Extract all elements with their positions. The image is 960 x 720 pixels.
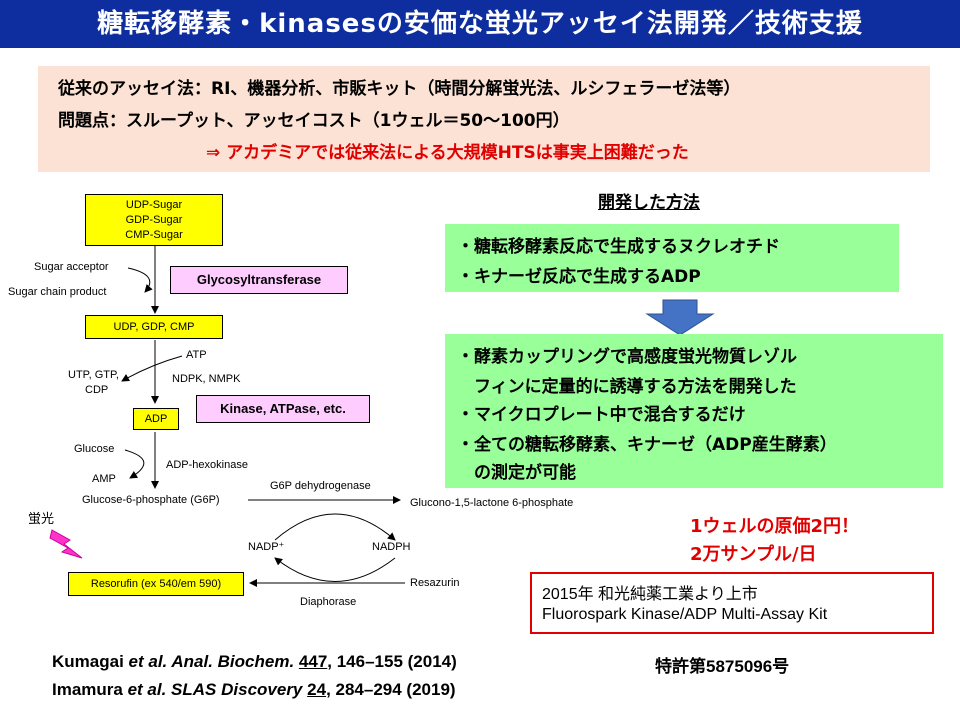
release-line-2: Fluorospark Kinase/ADP Multi-Assay Kit [542,606,828,623]
ref1-pages: , 146–155 (2014) [327,652,457,671]
resazurin-label: Resazurin [410,577,460,589]
method-heading: 開発した方法 [598,193,700,213]
amp-label: AMP [92,473,116,485]
title-bar [0,0,960,48]
patent-number: 特許第5875096号 [655,657,790,676]
reference-2: Imamura et al. SLAS Discovery 24, 284–29… [52,680,456,700]
ref2-authors: Imamura [52,680,128,699]
page-title: 糖転移酵素・kinasesの安価な蛍光アッセイ法開発／技術支援 [97,9,863,39]
curve-nadp-to-nadph [274,513,396,541]
problem-conclusion: ⇒ アカデミアでは従来法による大規模HTSは事実上困難だった [206,143,689,163]
method-box-2-line-4: ・全ての糖転移酵素、キナーゼ（ADP産生酵素） [457,435,837,455]
problem-line-1: 従来のアッセイ法：RI、機器分析、市販キット（時間分解蛍光法、ルシフェラーゼ法等… [58,79,741,99]
release-line-1: 2015年 和光純薬工業より上市 [542,586,758,603]
atp-label: ATP [186,349,207,361]
ref1-volume: 447 [298,652,328,671]
glucose-label: Glucose [74,443,115,455]
g6p-dehydrogenase-label: G6P dehydrogenase [270,480,371,492]
sugar-acceptor-label: Sugar acceptor [34,261,109,273]
method-box-2-line-2: フィンに定量的に誘導する方法を開発した [457,377,797,397]
nadp-label: NADP⁺ [248,541,285,553]
curve-atp [121,355,183,382]
kinase-box: Kinase, ATPase, etc. [196,395,370,423]
curve-nadph-to-nadp [274,557,396,582]
udp-box: UDP, GDP, CMP [85,315,223,339]
curve-glucose-amp [124,449,145,479]
sugar-donor-cmp: CMP-Sugar [125,229,183,241]
diaphorase-label: Diaphorase [300,596,357,608]
ref2-volume: 24 [307,680,327,699]
ref2-pages: , 284–294 (2019) [326,680,456,699]
method-box-1: ・糖転移酵素反応で生成するヌクレオチド ・キナーゼ反応で生成するADP [445,224,899,292]
method-box-1-line-2: ・キナーゼ反応で生成するADP [457,267,701,287]
problem-box: 従来のアッセイ法：RI、機器分析、市販キット（時間分解蛍光法、ルシフェラーゼ法等… [38,66,930,172]
cost-per-well: 1ウェルの原価2円！ [690,516,860,537]
ref1-journal: et al. Anal. Biochem. [128,652,295,671]
curve-sugar-acceptor [127,267,153,293]
glycosyltransferase-box: Glycosyltransferase [170,266,348,294]
throughput: 2万サンプル/日 [690,544,817,565]
method-box-2-line-5: の測定が可能 [457,463,576,483]
sugar-donor-box: UDP-Sugar GDP-Sugar CMP-Sugar [85,194,223,246]
release-box: 2015年 和光純薬工業より上市 Fluorospark Kinase/ADP … [530,572,934,634]
ref1-authors: Kumagai [52,652,129,671]
method-box-2: ・酵素カップリングで高感度蛍光物質レゾル フィンに定量的に誘導する方法を開発した… [445,334,943,488]
lightning-icon [49,529,83,559]
gluconolactone-label: Glucono-1,5-lactone 6-phosphate [410,497,574,509]
g6p-label: Glucose-6-phosphate (G6P) [82,494,220,506]
resorufin-box: Resorufin (ex 540/em 590) [68,572,244,596]
method-box-2-line-3: ・マイクロプレート中で混合するだけ [457,405,746,425]
sugar-donor-udp: UDP-Sugar [125,199,183,211]
method-box-2-line-1: ・酵素カップリングで高感度蛍光物質レゾル [457,347,797,367]
nadph-label: NADPH [372,541,411,553]
utp-label-1: UTP, GTP, [68,369,119,381]
sugar-chain-product-label: Sugar chain product [8,286,107,298]
problem-line-2: 問題点：スループット、アッセイコスト（1ウェル＝50～100円） [58,111,570,131]
ndpk-label: NDPK, NMPK [172,373,241,385]
reference-1: Kumagai et al. Anal. Biochem. 447, 146–1… [52,652,457,672]
down-arrow-icon [645,299,715,336]
ref2-journal: et al. SLAS Discovery [127,680,303,699]
adp-box: ADP [133,408,179,430]
sugar-donor-gdp: GDP-Sugar [125,214,183,226]
adp-hexokinase-label: ADP-hexokinase [166,459,248,471]
utp-label-2: CDP [85,384,109,396]
fluorescence-label: 蛍光 [28,511,55,526]
method-box-1-line-1: ・糖転移酵素反応で生成するヌクレオチド [457,237,780,257]
